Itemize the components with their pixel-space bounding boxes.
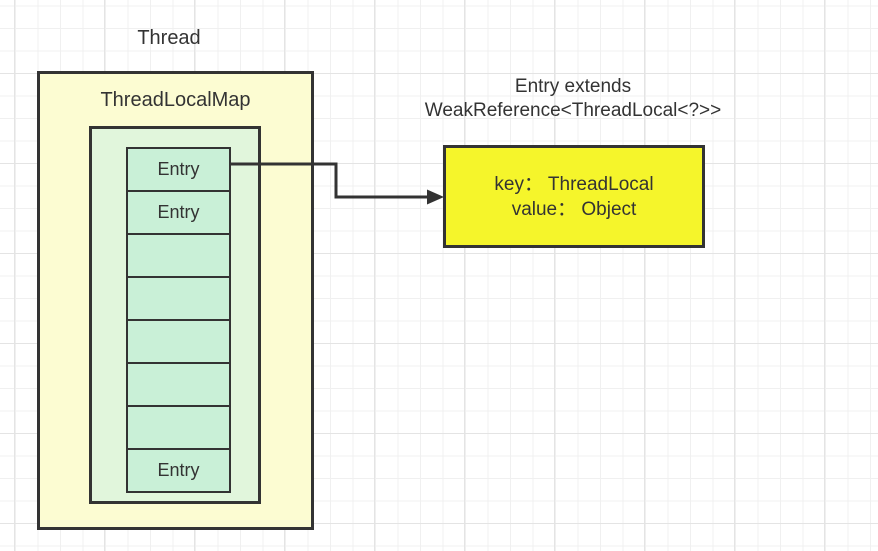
threadlocalmap-title: ThreadLocalMap <box>100 89 251 111</box>
entry-detail-box: key： ThreadLocal value： Object <box>443 145 705 248</box>
entry-cell: Entry <box>126 448 231 493</box>
entry-table-box: Entry Entry Entry <box>89 126 261 504</box>
threadlocalmap-box: ThreadLocalMap Entry Entry Entry <box>37 71 314 530</box>
entry-note-line1: Entry extends <box>514 76 632 97</box>
entry-cell: Entry <box>126 147 231 192</box>
entry-note: Entry extends WeakReference<ThreadLocal<… <box>398 75 748 123</box>
entry-cell <box>126 405 231 450</box>
entry-cell <box>126 276 231 321</box>
entry-detail-value: value： Object <box>511 198 637 220</box>
entry-stack: Entry Entry Entry <box>126 147 231 493</box>
entry-detail-key: key： ThreadLocal <box>494 173 654 195</box>
entry-cell: Entry <box>126 190 231 235</box>
entry-cell <box>126 362 231 407</box>
entry-note-line2: WeakReference<ThreadLocal<?>> <box>424 100 722 121</box>
arrow-head <box>427 189 444 205</box>
entry-cell <box>126 319 231 364</box>
entry-cell <box>126 233 231 278</box>
thread-label: Thread <box>137 27 201 49</box>
